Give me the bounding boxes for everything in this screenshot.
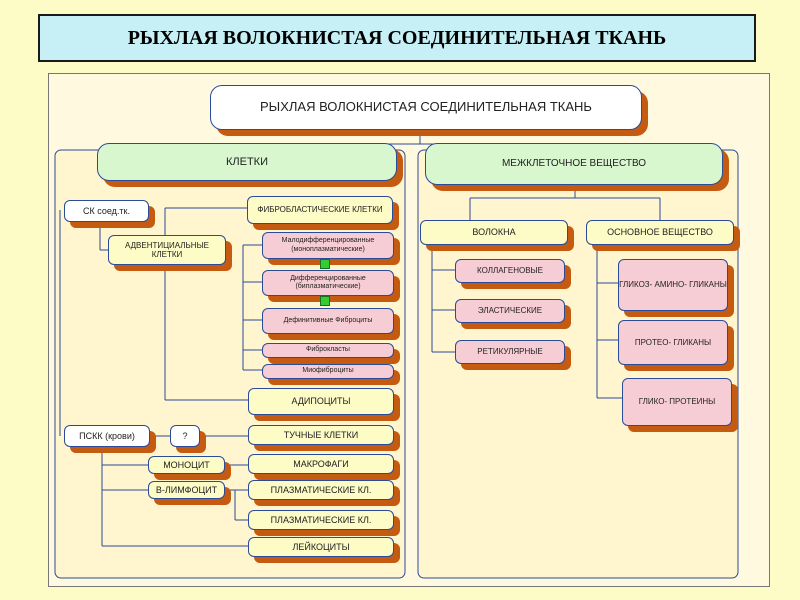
ground-substance-node: ОСНОВНОЕ ВЕЩЕСТВО xyxy=(586,220,734,245)
arrow-down-icon xyxy=(320,296,330,306)
fibroclasts-node: Фиброкласты xyxy=(262,343,394,358)
proteoglycans-node: ПРОТЕО- ГЛИКАНЫ xyxy=(618,320,728,365)
adventitial-node: АДВЕНТИЦИАЛЬНЫЕ КЛЕТКИ xyxy=(108,235,226,265)
matrix-node: МЕЖКЛЕТОЧНОЕ ВЕЩЕСТВО xyxy=(425,143,723,185)
definitive-node: Дефинитивные Фиброциты xyxy=(262,308,394,334)
collagen-node: КОЛЛАГЕНОВЫЕ xyxy=(455,259,565,283)
psk-node: ПСКК (крови) xyxy=(64,425,150,447)
glycoproteins-node: ГЛИКО- ПРОТЕИНЫ xyxy=(622,378,732,426)
sk-node: СК соед.тк. xyxy=(64,200,149,222)
fibers-node: ВОЛОКНА xyxy=(420,220,568,245)
gag-node: ГЛИКОЗ- АМИНО- ГЛИКАНЫ xyxy=(618,259,728,311)
cells-node: КЛЕТКИ xyxy=(97,143,397,181)
arrow-down-icon xyxy=(320,259,330,269)
monocyte-node: МОНОЦИТ xyxy=(148,456,225,474)
fibroblastic-node: ФИБРОБЛАСТИЧЕСКИЕ КЛЕТКИ xyxy=(247,196,393,224)
macrophages-node: МАКРОФАГИ xyxy=(248,454,394,474)
plasma-cells-node: ПЛАЗМАТИЧЕСКИЕ КЛ. xyxy=(248,480,394,500)
root-node: РЫХЛАЯ ВОЛОКНИСТАЯ СОЕДИНИТЕЛЬНАЯ ТКАНЬ xyxy=(210,85,642,130)
plasma-cells-node: ПЛАЗМАТИЧЕСКИЕ КЛ. xyxy=(248,510,394,530)
adipocytes-node: АДИПОЦИТЫ xyxy=(248,388,394,415)
low-diff-node: Малодифференцированные (моноплазматическ… xyxy=(262,232,394,259)
slide-title: РЫХЛАЯ ВОЛОКНИСТАЯ СОЕДИНИТЕЛЬНАЯ ТКАНЬ xyxy=(38,14,756,62)
reticular-node: РЕТИКУЛЯРНЫЕ xyxy=(455,340,565,364)
b-lymphocyte-node: В-ЛИМФОЦИТ xyxy=(148,481,225,499)
myofibrocytes-node: Миофиброциты xyxy=(262,364,394,379)
leukocytes-node: ЛЕЙКОЦИТЫ xyxy=(248,537,394,557)
question-node: ? xyxy=(170,425,200,447)
elastic-node: ЭЛАСТИЧЕСКИЕ xyxy=(455,299,565,323)
mast-cells-node: ТУЧНЫЕ КЛЕТКИ xyxy=(248,425,394,445)
diff-node: Дифференцированные (биплазматические) xyxy=(262,270,394,296)
